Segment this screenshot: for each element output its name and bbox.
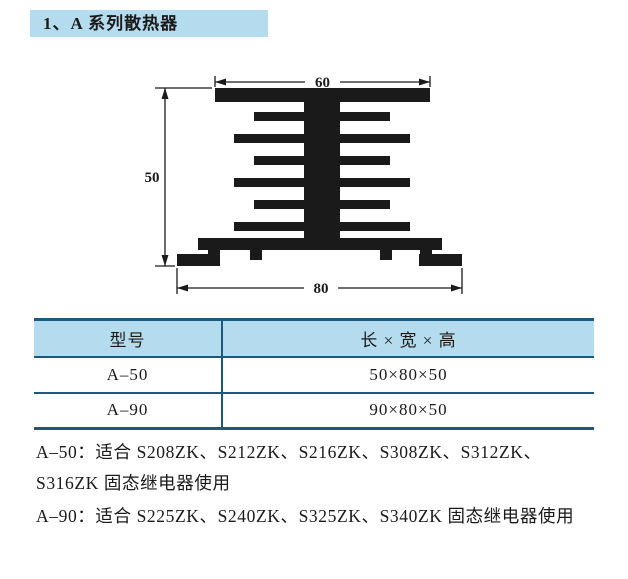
heatsink-fin (340, 112, 390, 121)
arrow-left-icon (215, 78, 226, 86)
heatsink-top-plate (215, 88, 430, 102)
cell-model-a50: A–50 (34, 356, 223, 394)
cell-model-a90: A–90 (34, 392, 223, 430)
heatsink-fin (340, 178, 410, 187)
heatsink-fin (234, 222, 304, 231)
heatsink-foot (177, 254, 220, 266)
heatsink-fin (340, 222, 410, 231)
spec-table: 型号 长 × 宽 × 高 A–50 50×80×50 A–90 90×80×50 (34, 318, 594, 430)
heatsink-center-column (304, 102, 340, 238)
heatsink-cross-section-drawing: 60 50 80 (145, 75, 463, 297)
heatsink-base-plate (198, 238, 442, 250)
header-model: 型号 (34, 318, 223, 358)
note-a50-applicability: A–50：适合 S208ZK、S212ZK、S216ZK、S308ZK、S312… (36, 442, 542, 493)
dim-top-width: 60 (214, 75, 431, 91)
table-row: A–50 50×80×50 (34, 356, 594, 394)
heatsink-fin (340, 156, 390, 165)
heatsink-base-tab (250, 250, 262, 260)
heatsink-fin (254, 112, 304, 121)
heatsink-fin (254, 200, 304, 209)
cell-dimensions-a50: 50×80×50 (222, 356, 594, 394)
cell-dimensions-a90: 90×80×50 (222, 392, 594, 430)
dim-top-label: 60 (315, 75, 330, 91)
section-title: 1、A 系列散热器 (30, 10, 268, 37)
header-dimensions: 长 × 宽 × 高 (222, 318, 594, 358)
heatsink-fin (340, 200, 390, 209)
heatsink-fin (234, 134, 304, 143)
arrow-down-icon (161, 255, 169, 266)
arrow-up-icon (161, 88, 169, 99)
dim-left-height: 50 (145, 87, 212, 267)
heatsink-fin (234, 178, 304, 187)
dim-left-label: 50 (145, 170, 160, 186)
dim-bottom-width: 80 (176, 268, 463, 297)
arrow-right-icon (419, 78, 430, 86)
heatsink-fin (340, 134, 410, 143)
table-row: A–90 90×80×50 (34, 392, 594, 430)
heatsink-foot (419, 254, 462, 266)
heatsink-silhouette (177, 88, 462, 266)
heatsink-fin (254, 156, 304, 165)
arrow-left-icon (177, 284, 188, 292)
heatsink-base-tab (380, 250, 392, 260)
spec-table-header-row: 型号 长 × 宽 × 高 (34, 318, 594, 358)
note-a90-applicability: A–90：适合 S225ZK、S240ZK、S325ZK、S340ZK 固态继电… (36, 506, 575, 526)
arrow-right-icon (451, 284, 462, 292)
dim-bottom-label: 80 (314, 281, 329, 297)
